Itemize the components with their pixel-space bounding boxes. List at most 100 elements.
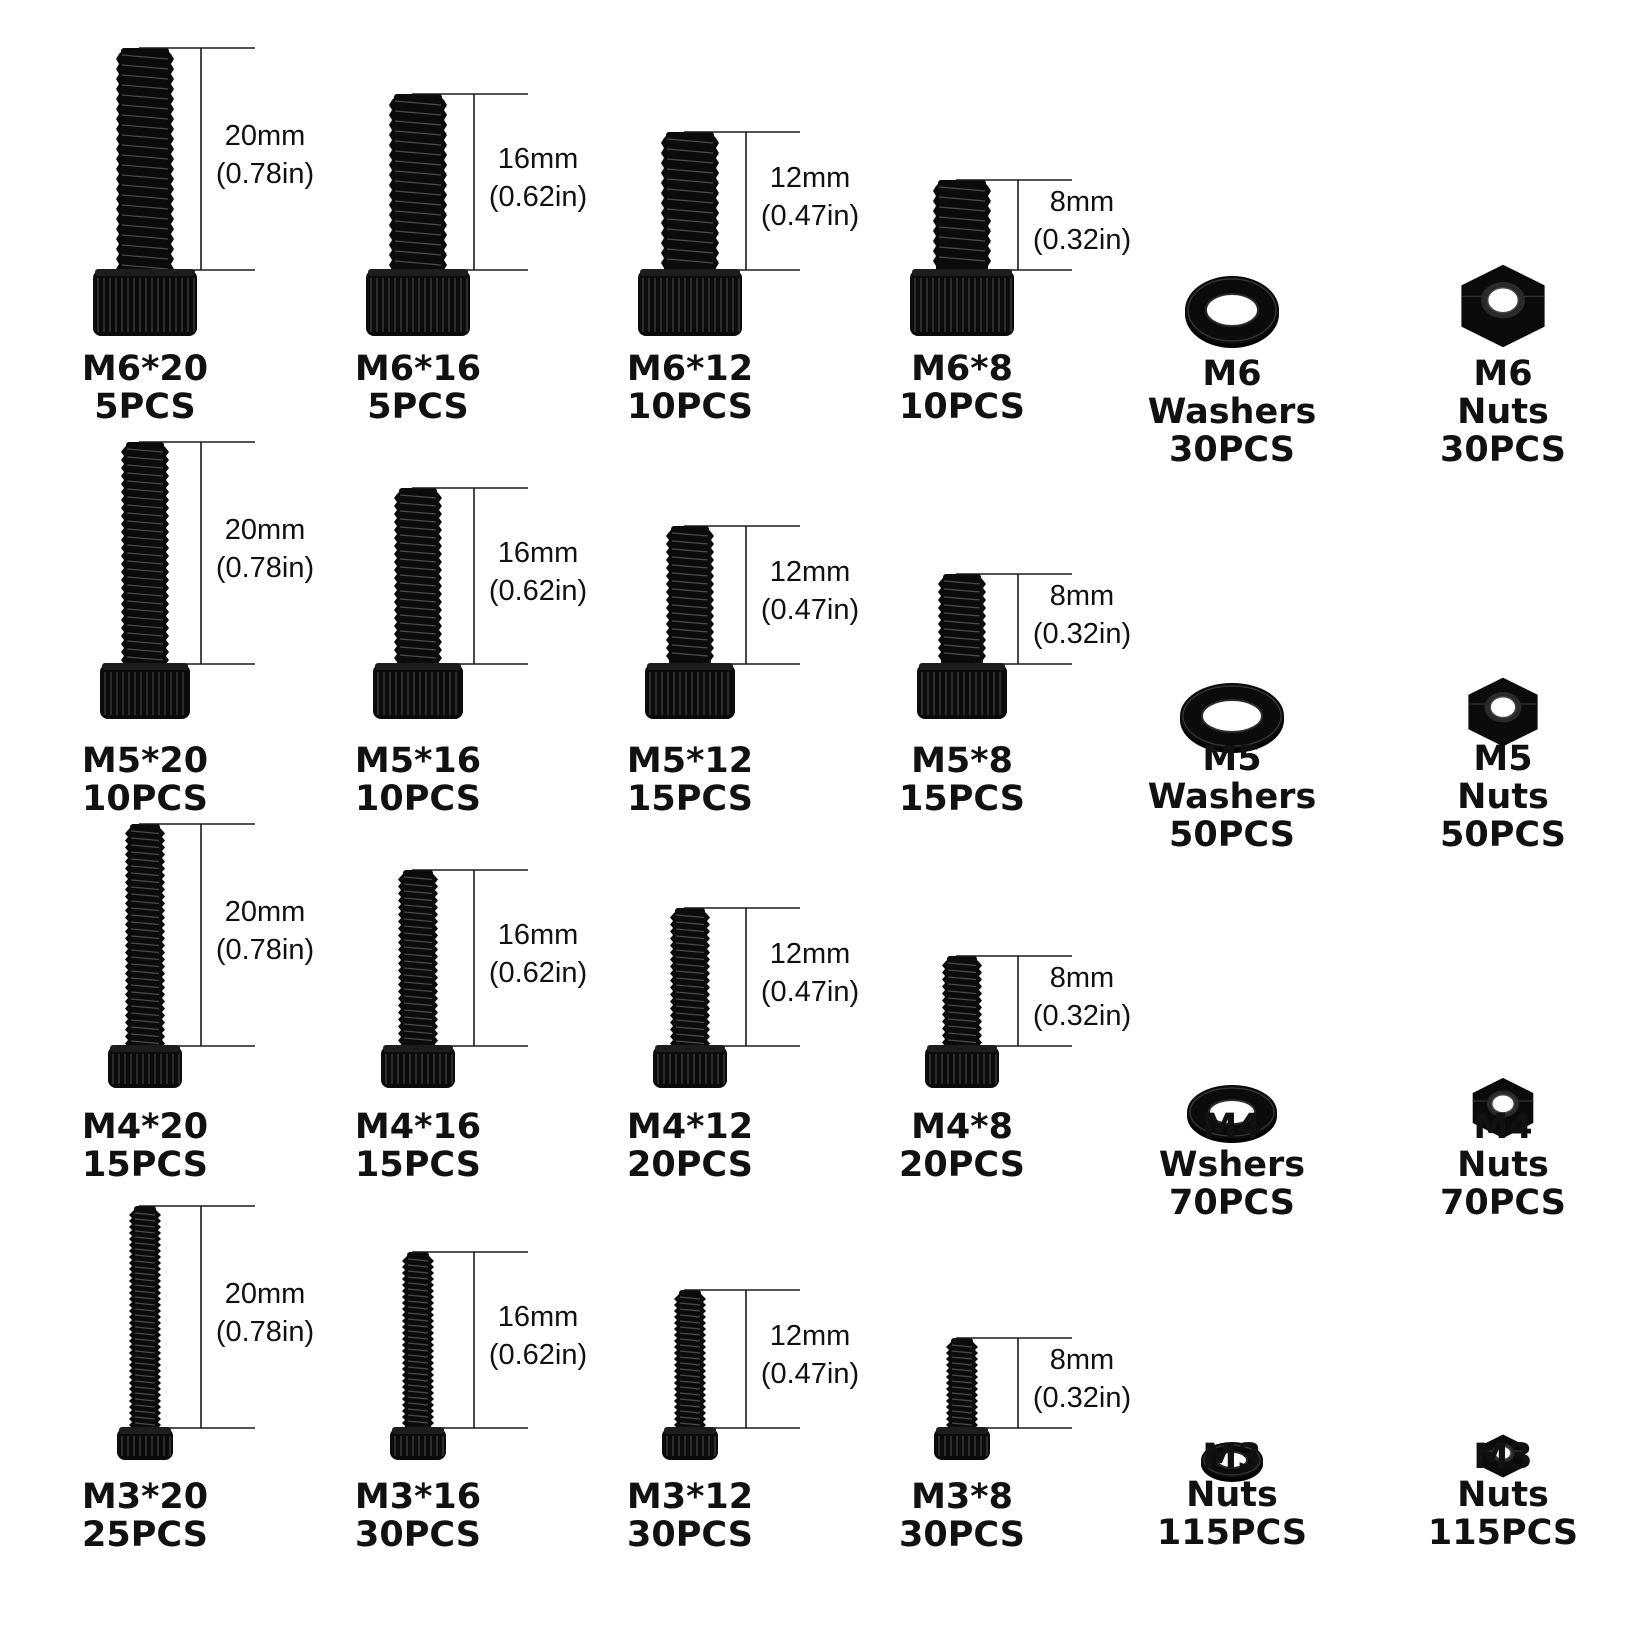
length-mm: 8mm: [1049, 580, 1115, 612]
dimension-line: [684, 907, 800, 1047]
socket-screw-icon: [917, 573, 1072, 719]
dimension-line: [139, 1205, 255, 1429]
nut-size: M6: [1473, 354, 1533, 394]
hex-nut-icon: [1481, 1434, 1525, 1478]
length-mm: 20mm: [224, 1278, 306, 1310]
length-dimension: 16mm (0.62in): [478, 916, 598, 992]
dimension-line: [139, 823, 255, 1047]
washer-kind: Washers: [1147, 777, 1317, 817]
length-dimension: 16mm (0.62in): [478, 534, 598, 610]
length-inch: (0.78in): [215, 934, 315, 966]
length-mm: 12mm: [769, 556, 851, 588]
dimension-line: [412, 487, 528, 665]
nut-quantity: 50PCS: [1440, 815, 1566, 855]
dimension-line: [684, 131, 800, 271]
nut-size: M5: [1473, 739, 1533, 779]
screw-size: M6*8: [911, 349, 1013, 389]
length-inch: (0.47in): [760, 1358, 860, 1390]
length-inch: (0.78in): [215, 158, 315, 190]
washer-quantity: 50PCS: [1169, 815, 1295, 855]
socket-screw-icon: [366, 93, 528, 336]
length-dimension: 16mm(0.62in): [478, 140, 598, 216]
length-inch: (0.32in): [1032, 618, 1132, 650]
dimension-line: [412, 869, 528, 1047]
screw-quantity: 25PCS: [82, 1515, 208, 1555]
length-inch: (0.62in): [488, 575, 588, 607]
length-inch: (0.62in): [488, 1339, 588, 1371]
washer-size: M4: [1202, 1107, 1262, 1147]
length-mm: 16mm: [497, 919, 579, 951]
length-dimension: 12mm(0.47in): [750, 159, 870, 235]
screw-size: M5*12: [626, 741, 754, 781]
length-dimension: 20mm(0.78in): [205, 1275, 325, 1351]
length-dimension: 12mm (0.47in): [750, 935, 870, 1011]
length-inch: (0.47in): [760, 976, 860, 1008]
dimension-line: [139, 47, 255, 271]
nut-kind: Nuts: [1457, 392, 1549, 432]
socket-screw-icon: [93, 47, 255, 336]
dimension-line: [956, 179, 1072, 271]
washer-quantity: 70PCS: [1169, 1183, 1295, 1223]
washer-size: M6: [1202, 354, 1262, 394]
length-mm: 12mm: [769, 1320, 851, 1352]
screw-size: M3*16: [354, 1477, 482, 1517]
screw-size: M3*20: [81, 1477, 209, 1517]
washer-icon: [1180, 683, 1284, 753]
length-inch: (0.32in): [1032, 1000, 1132, 1032]
socket-screw-icon: [934, 1337, 1072, 1460]
washer-icon: [1185, 276, 1279, 348]
length-dimension: 20mm(0.78in): [205, 511, 325, 587]
dimension-line: [684, 525, 800, 665]
nut-kind: Nuts: [1457, 1475, 1549, 1515]
nut-kind: Nuts: [1457, 1145, 1549, 1185]
screw-size: M3*12: [626, 1477, 754, 1517]
length-mm: 16mm: [497, 537, 579, 569]
length-mm: 12mm: [769, 938, 851, 970]
dimension-line: [412, 1251, 528, 1429]
screw-size: M5*20: [81, 741, 209, 781]
washer-quantity: 30PCS: [1169, 430, 1295, 470]
nut-size: M3: [1473, 1437, 1533, 1477]
screw-quantity: 15PCS: [82, 1145, 208, 1185]
screw-quantity: 10PCS: [82, 779, 208, 819]
length-mm: 8mm: [1049, 186, 1115, 218]
screw-size: M3*8: [911, 1477, 1013, 1517]
screw-quantity: 5PCS: [367, 387, 469, 427]
socket-screw-icon: [638, 131, 800, 336]
length-mm: 16mm: [497, 143, 579, 175]
length-inch: (0.32in): [1032, 224, 1132, 256]
screw-quantity: 30PCS: [899, 1515, 1025, 1555]
socket-screw-icon: [662, 1289, 800, 1460]
hex-nut-icon: [1468, 677, 1538, 747]
length-mm: 8mm: [1049, 962, 1115, 994]
length-dimension: 20mm(0.78in): [205, 893, 325, 969]
length-dimension: 8mm (0.32in): [1022, 959, 1142, 1035]
length-inch: (0.62in): [488, 957, 588, 989]
length-dimension: 12mm (0.47in): [750, 553, 870, 629]
washer-kind: Nuts: [1186, 1475, 1278, 1515]
dimension-line: [956, 1337, 1072, 1429]
hex-nut-icon: [1472, 1077, 1534, 1139]
dimension-line: [412, 93, 528, 271]
washer-quantity: 115PCS: [1156, 1513, 1308, 1553]
length-dimension: 12mm (0.47in): [750, 1317, 870, 1393]
nut-kind: Nuts: [1457, 777, 1549, 817]
screw-quantity: 10PCS: [627, 387, 753, 427]
washer-kind: Wshers: [1158, 1145, 1306, 1185]
length-inch: (0.47in): [760, 594, 860, 626]
length-dimension: 8mm (0.32in): [1022, 577, 1142, 653]
